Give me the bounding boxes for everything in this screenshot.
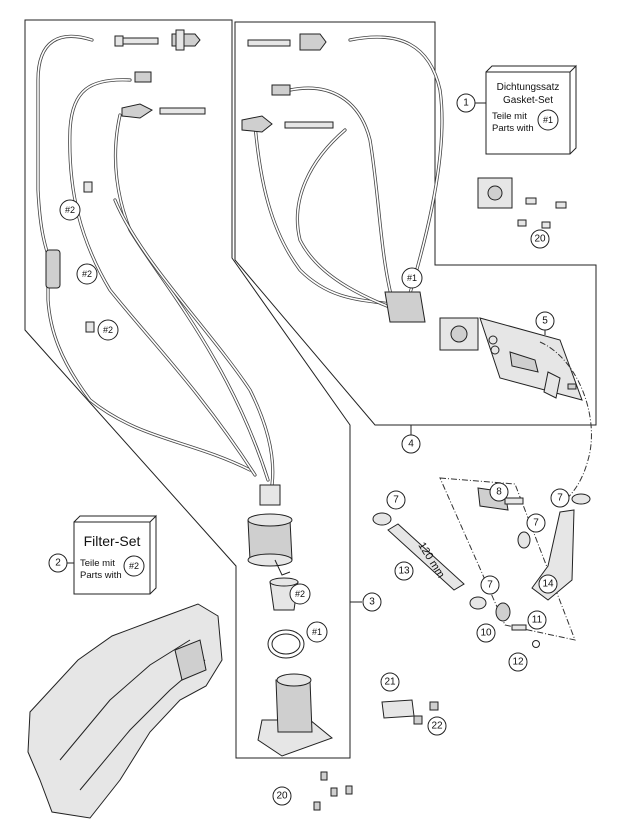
svg-text:20: 20	[276, 791, 288, 802]
filter-box-line1: Teile mit	[80, 558, 115, 569]
ref-2-d: #2	[289, 583, 311, 605]
filter-box-ref: #2	[123, 555, 145, 577]
callout-20-bottom: 20	[272, 786, 292, 806]
callout-4: 4	[401, 434, 421, 454]
svg-text:22: 22	[431, 721, 443, 732]
hose-set-right	[253, 35, 444, 317]
svg-text:#2: #2	[65, 205, 75, 215]
svg-text:7: 7	[393, 495, 399, 506]
gasket-box-line3: Teile mit	[492, 111, 527, 122]
ref-1-b: #1	[306, 621, 328, 643]
svg-text:10: 10	[480, 628, 492, 639]
ref-1-a: #1	[401, 267, 423, 289]
gasket-set-box: Dichtungssatz Gasket-Set Teile mit Parts…	[485, 64, 577, 155]
svg-text:7: 7	[533, 518, 539, 529]
svg-text:5: 5	[542, 316, 548, 327]
callout-10: 10	[476, 623, 496, 643]
svg-text:#1: #1	[407, 273, 417, 283]
gasket-box-line4: Parts with	[492, 123, 534, 134]
callout-13: 13	[394, 561, 414, 581]
gasket-box-ref: #1	[537, 109, 559, 131]
filter-box-line2: Parts with	[80, 570, 122, 581]
svg-text:12: 12	[512, 657, 524, 668]
svg-text:8: 8	[496, 487, 502, 498]
callout-14: 14	[538, 574, 558, 594]
screws-20-bottom	[313, 771, 353, 811]
part-5-kit	[479, 317, 592, 506]
assembly-3-outline	[24, 19, 351, 759]
callout-1: 1	[456, 93, 476, 113]
connector-top-left	[114, 29, 206, 119]
gasket-box-line2: Gasket-Set	[503, 95, 553, 106]
callout-21: 21	[380, 672, 400, 692]
svg-text:#2: #2	[82, 269, 92, 279]
svg-text:7: 7	[557, 493, 563, 504]
svg-text:3: 3	[369, 597, 375, 608]
svg-text:11: 11	[532, 615, 543, 626]
svg-text:21: 21	[384, 677, 396, 688]
tank-connector-flange	[384, 291, 479, 351]
inline-fuel-filter	[45, 181, 95, 333]
fuel-pump	[247, 484, 293, 576]
callout-7-c: 7	[480, 575, 500, 595]
callout-8: 8	[489, 482, 509, 502]
filter-set-box: Filter-Set Teile mit Parts with #2	[73, 514, 157, 595]
svg-text:#1: #1	[312, 627, 322, 637]
svg-text:14: 14	[542, 579, 554, 590]
ref-2-a: #2	[59, 199, 81, 221]
callout-20-top: 20	[530, 229, 550, 249]
svg-text:20: 20	[534, 234, 546, 245]
pump-flange	[257, 673, 333, 757]
gasket-parts-top-right	[477, 177, 567, 229]
fuel-tank	[27, 603, 223, 819]
ref-2-b: #2	[76, 263, 98, 285]
filter-box-title: Filter-Set	[84, 533, 141, 549]
assembly-4-outline	[234, 21, 597, 426]
callout-11: 11	[527, 610, 547, 630]
callout-5: 5	[535, 311, 555, 331]
callout-7-d: 7	[550, 488, 570, 508]
callout-7-b: 7	[526, 513, 546, 533]
connector-top-right	[241, 33, 334, 133]
leader-lines	[66, 102, 546, 603]
gasket-box-line1: Dichtungssatz	[497, 82, 560, 93]
bracket-21-22	[381, 699, 439, 725]
svg-text:4: 4	[408, 439, 414, 450]
ref-2-c: #2	[97, 319, 119, 341]
svg-text:#2: #2	[103, 325, 113, 335]
hose-length-label: 120 mm	[415, 540, 446, 580]
callout-3: 3	[362, 592, 382, 612]
callout-2: 2	[48, 553, 68, 573]
callout-12: 12	[508, 652, 528, 672]
svg-text:#1: #1	[543, 115, 553, 125]
svg-text:1: 1	[463, 98, 469, 109]
svg-text:#2: #2	[295, 589, 305, 599]
callout-7-a: 7	[386, 490, 406, 510]
svg-text:#2: #2	[129, 561, 139, 571]
hose-set-left	[36, 34, 275, 487]
svg-text:7: 7	[487, 580, 493, 591]
callout-22: 22	[427, 716, 447, 736]
svg-text:2: 2	[55, 558, 61, 569]
svg-text:13: 13	[398, 566, 410, 577]
